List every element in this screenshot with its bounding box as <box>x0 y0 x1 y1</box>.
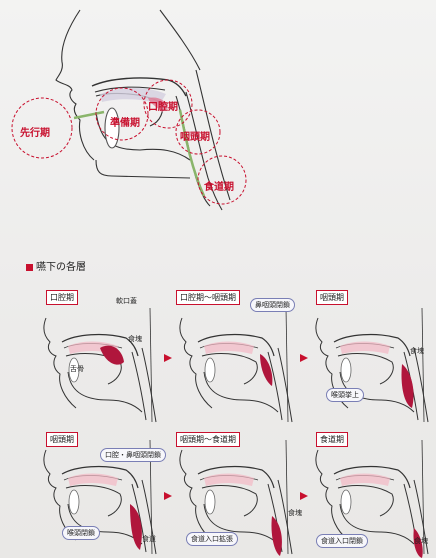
label-laryngeal-closure: 喉頭閉鎖 <box>62 526 100 540</box>
label-bolus-6: 食塊 <box>414 536 428 546</box>
panel-title-pharyngeal-2: 咽頭期 <box>46 432 78 447</box>
bolus <box>260 354 272 386</box>
entry-arrow-top <box>74 112 104 118</box>
label-bolus-1: 食塊 <box>128 334 142 344</box>
bolus <box>271 516 281 556</box>
phase-label-pharyngeal: 咽頭期 <box>180 128 210 143</box>
panel-pharyngeal-drawing <box>316 308 428 422</box>
phase-label-preparatory: 準備期 <box>110 114 140 129</box>
phase-label-esophageal: 食道期 <box>204 178 234 193</box>
bolus <box>401 364 413 408</box>
bolus <box>130 504 142 550</box>
label-nasopharyngeal-closure: 鼻咽頭閉鎖 <box>250 298 295 312</box>
label-bolus-5: 食塊 <box>288 508 302 518</box>
panel-oral-pharyngeal-drawing <box>180 308 292 422</box>
phase-label-oral: 口腔期 <box>148 98 178 113</box>
label-esophageal-entrance-closure: 食道入口閉鎖 <box>316 534 368 548</box>
label-larynx-elevation: 喉頭挙上 <box>326 388 364 402</box>
label-oral-nasopharyngeal-closure: 口腔・鼻咽頭閉鎖 <box>100 448 166 462</box>
panel-title-pharyngeal: 咽頭期 <box>316 290 348 305</box>
panel-title-oral: 口腔期 <box>46 290 78 305</box>
label-bolus-3: 食塊 <box>410 346 424 356</box>
label-esophageal-entrance-dilation: 食道入口拡張 <box>186 532 238 546</box>
phase-label-preceding: 先行期 <box>20 124 50 139</box>
bolus <box>100 346 124 365</box>
label-soft-palate: 軟口蓋 <box>116 296 137 306</box>
panel-title-oral-pharyngeal: 口腔期〜咽頭期 <box>176 290 240 305</box>
section-title: 嚥下の各層 <box>26 258 86 273</box>
panel-title-pharyngeal-esophageal: 咽頭期〜食道期 <box>176 432 240 447</box>
panel-title-esophageal: 食道期 <box>316 432 348 447</box>
section-title-text: 嚥下の各層 <box>36 262 86 273</box>
square-bullet-icon <box>26 264 33 271</box>
label-esophagus: 食道 <box>142 534 156 544</box>
panel-oral-drawing <box>44 308 156 422</box>
label-hyoid: 舌骨 <box>70 364 84 374</box>
